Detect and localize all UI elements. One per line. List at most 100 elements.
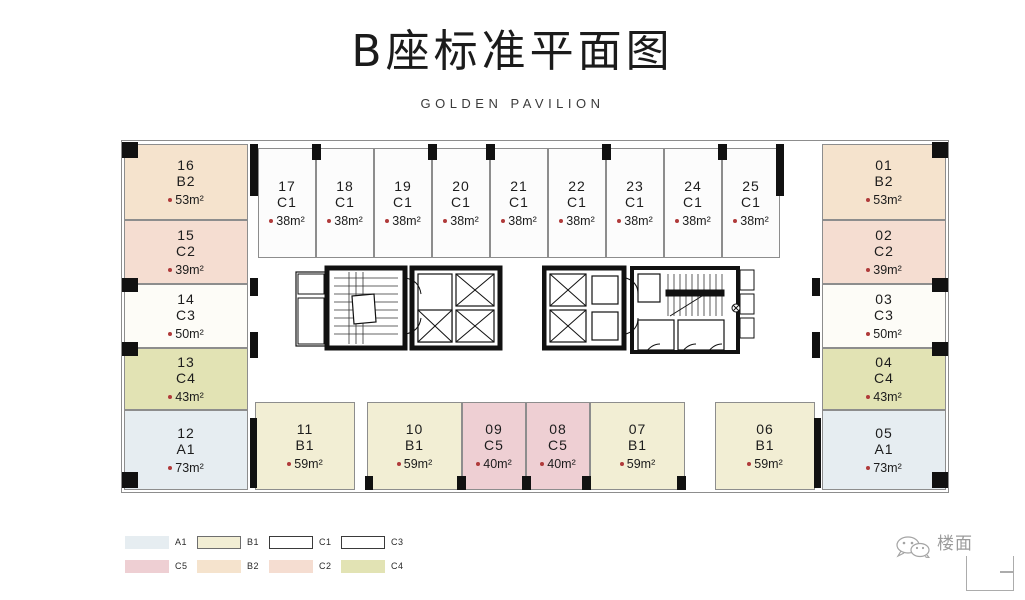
legend-label: C4: [391, 561, 404, 571]
unit-type: B1: [295, 436, 315, 453]
unit-area: 73m²: [866, 461, 902, 476]
unit-number: 12: [177, 424, 195, 441]
unit-number: 08: [549, 420, 567, 437]
unit-area: 59m²: [619, 457, 655, 472]
unit-type: A1: [874, 440, 894, 457]
unit-number: 06: [756, 420, 774, 437]
unit-type: C4: [176, 369, 196, 386]
pillar-col: [122, 472, 138, 488]
unit-16[interactable]: 16 B2 53m²: [124, 144, 248, 220]
unit-14[interactable]: 14 C3 50m²: [124, 284, 248, 348]
legend-label: C5: [175, 561, 188, 571]
unit-09[interactable]: 09 C5 40m²: [462, 402, 526, 490]
unit-type: C1: [509, 193, 529, 210]
unit-07[interactable]: 07 B1 59m²: [590, 402, 685, 490]
unit-number: 23: [626, 177, 644, 194]
pillar-col: [250, 144, 258, 196]
legend-item-b2: B2: [197, 560, 269, 574]
unit-number: 22: [568, 177, 586, 194]
legend-row-2: C5 B2 C2 C4: [125, 560, 425, 574]
unit-type: C5: [548, 436, 568, 453]
unit-19[interactable]: 19 C1 38m²: [374, 148, 432, 258]
unit-17[interactable]: 17 C1 38m²: [258, 148, 316, 258]
unit-area: 53m²: [168, 193, 204, 208]
pillar-col: [718, 144, 727, 160]
unit-number: 14: [177, 290, 195, 307]
unit-number: 15: [177, 226, 195, 243]
unit-type: C1: [393, 193, 413, 210]
pillar-col: [932, 342, 948, 356]
pillar-col: [250, 332, 258, 358]
unit-12[interactable]: 12 A1 73m²: [124, 410, 248, 490]
unit-number: 17: [278, 177, 296, 194]
unit-area: 53m²: [866, 193, 902, 208]
unit-area: 38m²: [733, 214, 769, 229]
unit-02[interactable]: 02 C2 39m²: [822, 220, 946, 284]
unit-area: 38m²: [617, 214, 653, 229]
unit-number: 02: [875, 226, 893, 243]
unit-area: 38m²: [559, 214, 595, 229]
legend-swatch: [125, 536, 169, 549]
unit-number: 24: [684, 177, 702, 194]
unit-area: 59m²: [396, 457, 432, 472]
unit-type: C1: [567, 193, 587, 210]
unit-type: B1: [627, 436, 648, 453]
legend-item-c5: C5: [125, 560, 197, 574]
pillar-col: [932, 472, 948, 488]
legend-swatch: [125, 560, 169, 573]
pillar-col: [776, 144, 784, 196]
unit-13[interactable]: 13 C4 43m²: [124, 348, 248, 410]
unit-06[interactable]: 06 B1 59m²: [715, 402, 815, 490]
unit-area: 73m²: [168, 461, 204, 476]
unit-number: 05: [875, 424, 893, 441]
pillar-col: [812, 332, 820, 358]
pillar-col: [122, 342, 138, 356]
unit-05[interactable]: 05 A1 73m²: [822, 410, 946, 490]
unit-area: 38m²: [385, 214, 421, 229]
unit-21[interactable]: 21 C1 38m²: [490, 148, 548, 258]
unit-area: 38m²: [269, 214, 305, 229]
wechat-icon: [895, 536, 933, 560]
unit-type: B1: [755, 436, 775, 453]
unit-15[interactable]: 15 C2 39m²: [124, 220, 248, 284]
unit-01[interactable]: 01 B2 53m²: [822, 144, 946, 220]
legend: A1 B1 C1 C3 C5 B2 C2 C4: [125, 536, 425, 588]
unit-number: 20: [452, 177, 470, 194]
wall-right: [948, 140, 949, 493]
unit-area: 39m²: [168, 263, 204, 278]
legend-swatch: [269, 560, 313, 573]
unit-03[interactable]: 03 C3 50m²: [822, 284, 946, 348]
unit-number: 10: [405, 420, 424, 437]
unit-25[interactable]: 25 C1 38m²: [722, 148, 780, 258]
unit-22[interactable]: 22 C1 38m²: [548, 148, 606, 258]
watermark: 楼面: [893, 532, 1014, 592]
legend-item-c2: C2: [269, 560, 341, 574]
pillar-col: [312, 144, 321, 160]
unit-number: 21: [510, 177, 528, 194]
right-service-core: [542, 264, 757, 359]
unit-04[interactable]: 04 C4 43m²: [822, 348, 946, 410]
legend-item-c3: C3: [341, 536, 413, 550]
legend-item-b1: B1: [197, 536, 269, 550]
pillar-col: [122, 278, 138, 292]
unit-number: 04: [875, 353, 893, 370]
unit-10[interactable]: 10 B1 59m²: [367, 402, 462, 490]
unit-area: 38m²: [675, 214, 711, 229]
unit-08[interactable]: 08 C5 40m²: [526, 402, 590, 490]
pillar-col: [522, 476, 531, 490]
watermark-frame: [966, 556, 1014, 591]
unit-24[interactable]: 24 C1 38m²: [664, 148, 722, 258]
page-title: B座标准平面图: [351, 26, 674, 77]
legend-item-a1: A1: [125, 536, 197, 550]
unit-20[interactable]: 20 C1 38m²: [432, 148, 490, 258]
unit-18[interactable]: 18 C1 38m²: [316, 148, 374, 258]
unit-number: 16: [177, 156, 195, 173]
unit-type: C5: [484, 436, 504, 453]
unit-number: 18: [336, 177, 354, 194]
pillar-col: [486, 144, 495, 160]
unit-23[interactable]: 23 C1 38m²: [606, 148, 664, 258]
unit-area: 50m²: [168, 327, 204, 342]
pillar-col: [250, 418, 257, 488]
unit-type: C2: [874, 242, 894, 259]
unit-11[interactable]: 11 B1 59m²: [255, 402, 355, 490]
